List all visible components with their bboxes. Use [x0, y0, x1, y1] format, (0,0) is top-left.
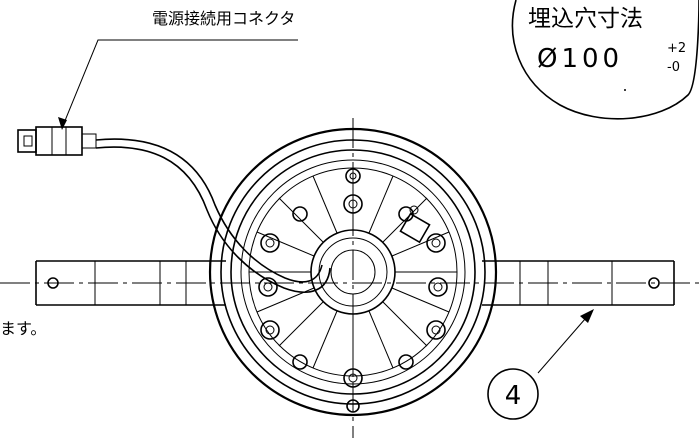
cutout-diameter: Ø100 [537, 44, 623, 74]
terminal-block [399, 205, 431, 244]
connector-leader-arrow [58, 117, 67, 130]
bubble-dot [624, 89, 626, 91]
tolerance-lower: -0 [667, 60, 680, 75]
mounting-bosses [258, 168, 448, 413]
power-connector [17, 126, 97, 156]
connector-label: 電源接続用コネクタ [152, 9, 295, 28]
callout-leader-arrow [580, 309, 594, 323]
mounting-bracket [35, 260, 675, 306]
connector-leader-line [61, 39, 298, 129]
cutout-dimension-bubble [511, 0, 699, 120]
note-fragment: ます。 [0, 319, 46, 338]
callout-number: 4 [505, 381, 522, 411]
power-cable [95, 138, 323, 283]
tolerance-upper: +2 [667, 41, 686, 56]
cutout-title: 埋込穴寸法 [528, 6, 643, 32]
radial-ribs [249, 168, 457, 376]
callout-leader-line [537, 310, 593, 374]
callout-circle [487, 368, 539, 420]
